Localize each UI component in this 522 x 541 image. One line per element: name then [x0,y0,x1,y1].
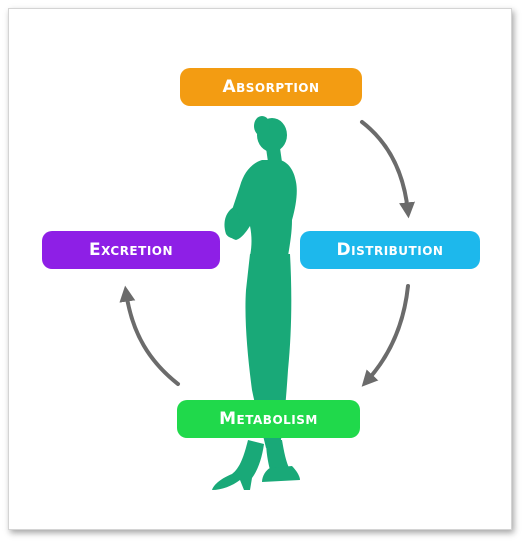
stage-metabolism: Metabolism [177,400,360,438]
arrow-metabolism-to-excretion [119,285,180,386]
stage-absorption: Absorption [180,68,362,106]
stage-excretion: Excretion [42,231,220,269]
woman-silhouette-icon [212,116,300,490]
arrow-absorption-to-distribution [360,120,416,219]
stage-distribution: Distribution [300,231,480,269]
arrow-distribution-to-metabolism [361,284,410,387]
